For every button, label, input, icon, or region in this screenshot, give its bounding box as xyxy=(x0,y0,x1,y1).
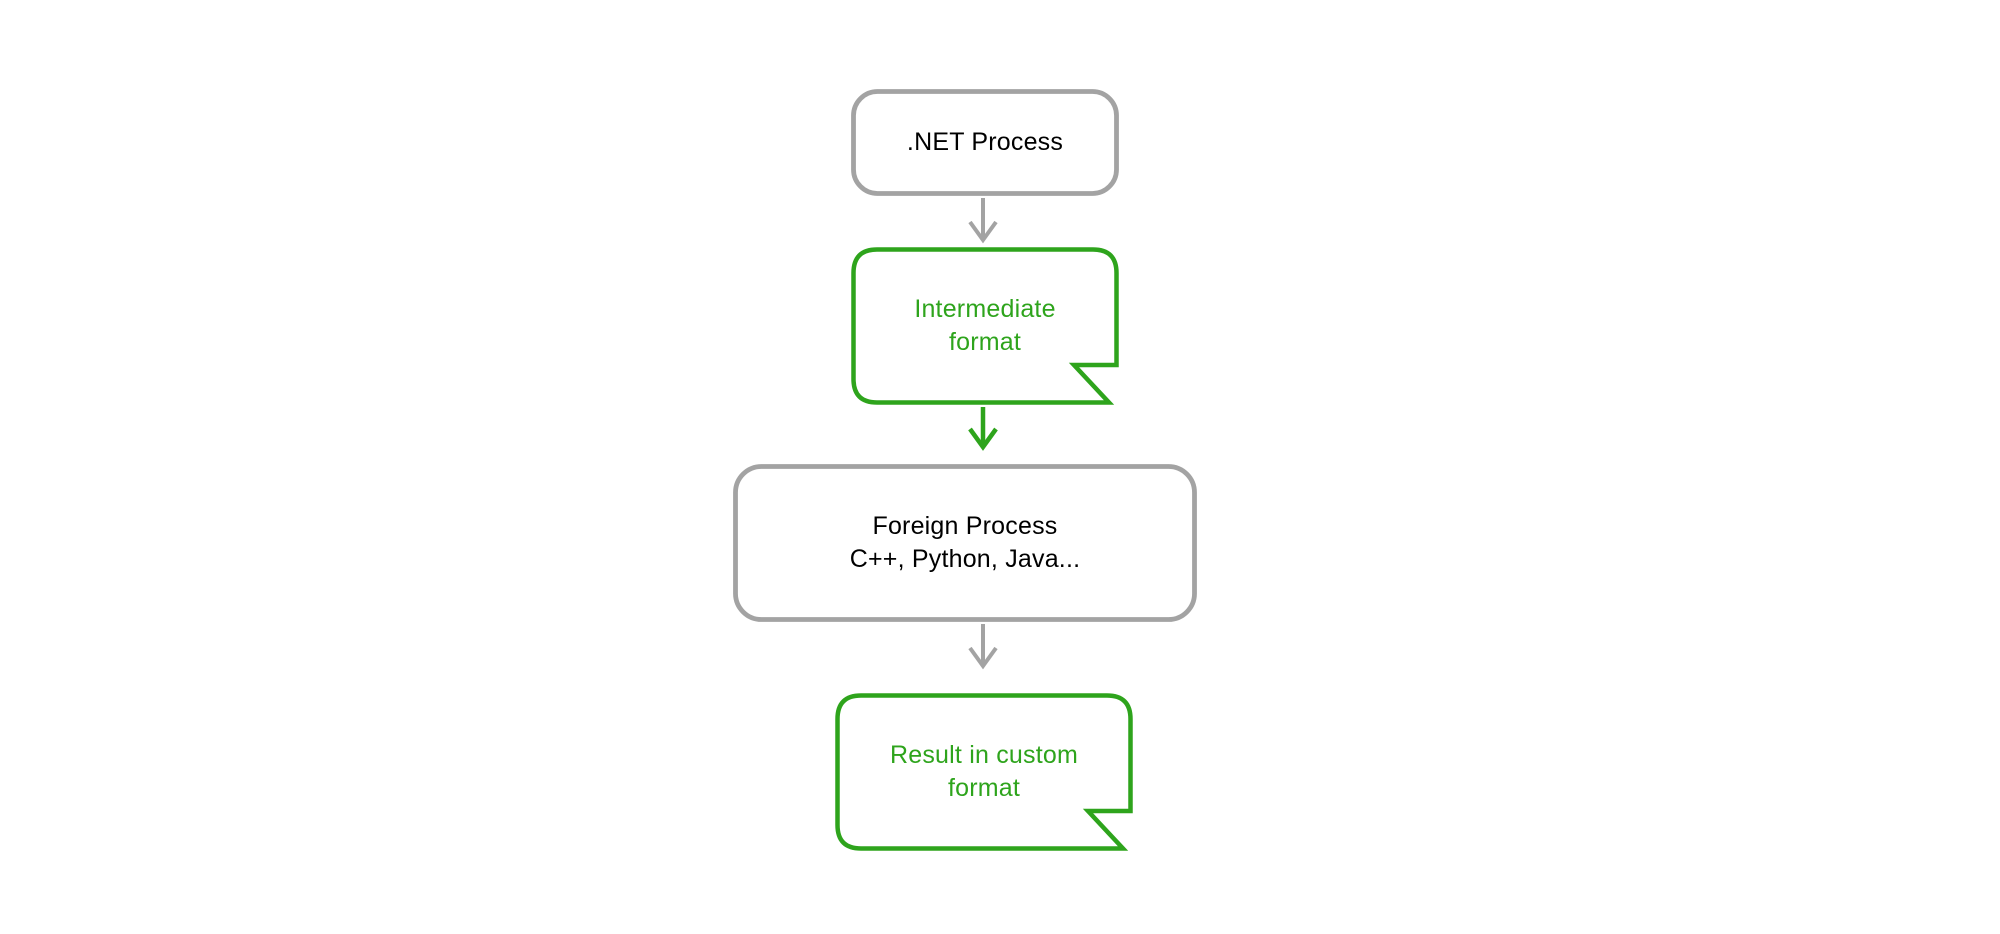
node-label: .NET Process xyxy=(906,128,1064,156)
node-foreign-process: Foreign Process C++, Python, Java... xyxy=(733,464,1197,622)
node-label: Result in custom format xyxy=(890,741,1078,802)
process-shape xyxy=(733,464,1197,622)
process-shape xyxy=(851,89,1119,196)
document-folded-corner-shape xyxy=(851,247,1119,405)
arrow-down-icon xyxy=(968,407,998,451)
document-folded-corner-shape xyxy=(835,693,1133,851)
node-label: Foreign Process C++, Python, Java... xyxy=(849,512,1081,573)
node-label: Intermediate format xyxy=(914,295,1056,356)
node-intermediate-format: Intermediate format xyxy=(851,247,1119,405)
node-result-custom-format: Result in custom format xyxy=(835,693,1133,851)
arrow-down-icon xyxy=(968,198,998,244)
arrow-down-icon xyxy=(968,624,998,670)
node-net-process: .NET Process xyxy=(851,89,1119,196)
